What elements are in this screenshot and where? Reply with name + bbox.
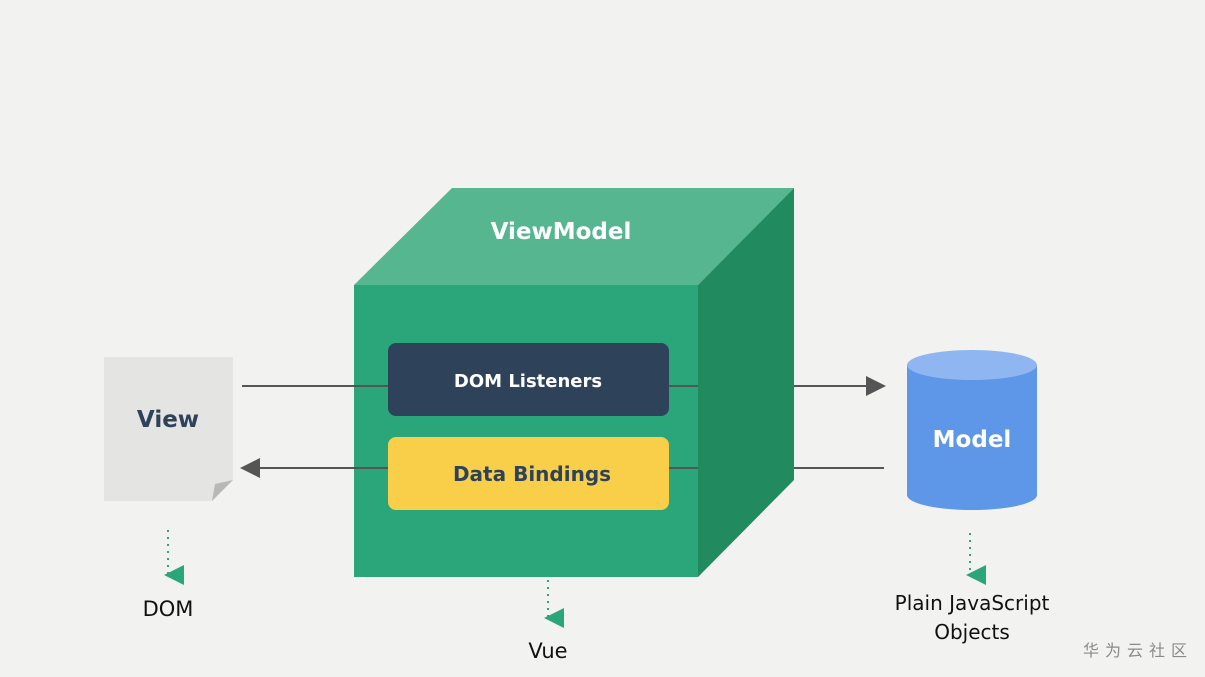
model-caption-line1: Plain JavaScript	[895, 591, 1050, 615]
dom-listeners-label: DOM Listeners	[454, 371, 602, 392]
vue-caption: Vue	[528, 639, 567, 663]
dom-caption: DOM	[143, 597, 194, 621]
watermark: 华为云社区	[1082, 641, 1193, 660]
data-bindings-label: Data Bindings	[453, 462, 611, 486]
model-label: Model	[933, 427, 1012, 453]
view-document-icon	[104, 357, 233, 501]
view-label: View	[137, 407, 199, 433]
viewmodel-cube	[354, 188, 794, 577]
model-database-icon	[907, 350, 1037, 510]
viewmodel-title: ViewModel	[491, 219, 632, 245]
data-bindings-box	[388, 437, 669, 510]
dom-listeners-box	[388, 343, 669, 416]
model-caption-line2: Objects	[934, 620, 1010, 644]
